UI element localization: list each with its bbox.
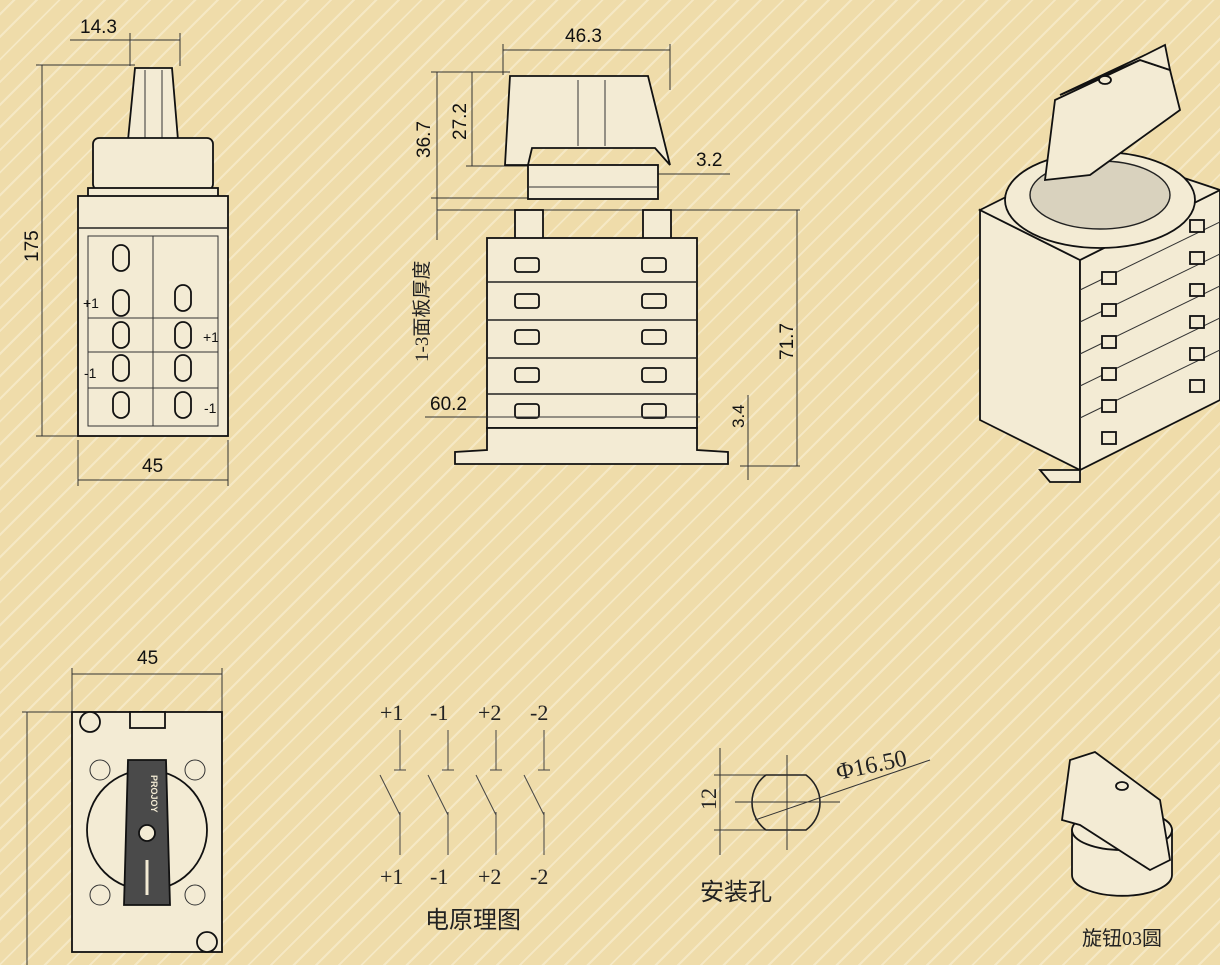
- dim-top-width: 45: [137, 648, 158, 669]
- panel-thickness-note: 1-3面板厚度: [411, 261, 433, 362]
- mounting-hole-caption: 安装孔: [700, 879, 772, 906]
- schematic: +1 -1 +2 -2 +1 -1 +2 -2 电原理图: [379, 700, 550, 934]
- dim-total-height: 175: [22, 230, 43, 262]
- hole-shape: [751, 774, 821, 831]
- schematic-bottom-label-2: -1: [430, 864, 448, 889]
- contact-label-minus1-left: -1: [84, 365, 97, 381]
- knob-detail-caption: 旋钮03圆: [1082, 927, 1162, 950]
- hole-flat-dim: 12: [696, 788, 721, 810]
- schematic-caption: 电原理图: [425, 907, 521, 934]
- dim-knob-width: 46.3: [565, 26, 602, 47]
- knob-detail: 旋钮03圆: [1061, 751, 1173, 950]
- schematic-top-label-2: -1: [430, 700, 448, 725]
- top-view: 45 PROJOY: [22, 648, 223, 965]
- side-knob: [504, 75, 671, 166]
- dim-body-height: 71.7: [777, 323, 798, 360]
- knob-collar: [92, 137, 214, 191]
- knob-detail-handle: [1061, 751, 1171, 872]
- schematic-bottom-label-4: -2: [530, 864, 548, 889]
- contact-label-minus1-right: -1: [204, 400, 217, 416]
- dim-knob-height: 27.2: [450, 103, 471, 140]
- top-brand-label: PROJOY: [149, 775, 159, 813]
- schematic-top-label-3: +2: [478, 700, 501, 725]
- contact-label-plus1-left: +1: [83, 295, 99, 311]
- front-view: 14.3 175 45 +1 +1 -1 -1: [22, 17, 229, 486]
- contact-label-plus1-right: +1: [203, 329, 219, 345]
- dim-shaft-gap: 3.2: [696, 150, 722, 171]
- schematic-top-label-4: -2: [530, 700, 548, 725]
- isometric-view: [977, 43, 1220, 483]
- schematic-bottom-label-1: +1: [380, 864, 403, 889]
- schematic-bottom-label-3: +2: [478, 864, 501, 889]
- schematic-top-label-1: +1: [380, 700, 403, 725]
- dim-knob-top-width: 14.3: [80, 17, 117, 38]
- mounting-hole: 12 Φ16.50 安装孔: [696, 746, 931, 906]
- side-view: 46.3 36.7 27.2 3.2 1-3面板厚度: [411, 26, 800, 480]
- dim-bottom-width: 45: [142, 456, 163, 477]
- dim-body-width: 60.2: [430, 394, 467, 415]
- knob-shaft: [127, 67, 179, 141]
- dim-total-knob-height: 36.7: [414, 121, 435, 158]
- dim-base-offset: 3.4: [729, 404, 748, 428]
